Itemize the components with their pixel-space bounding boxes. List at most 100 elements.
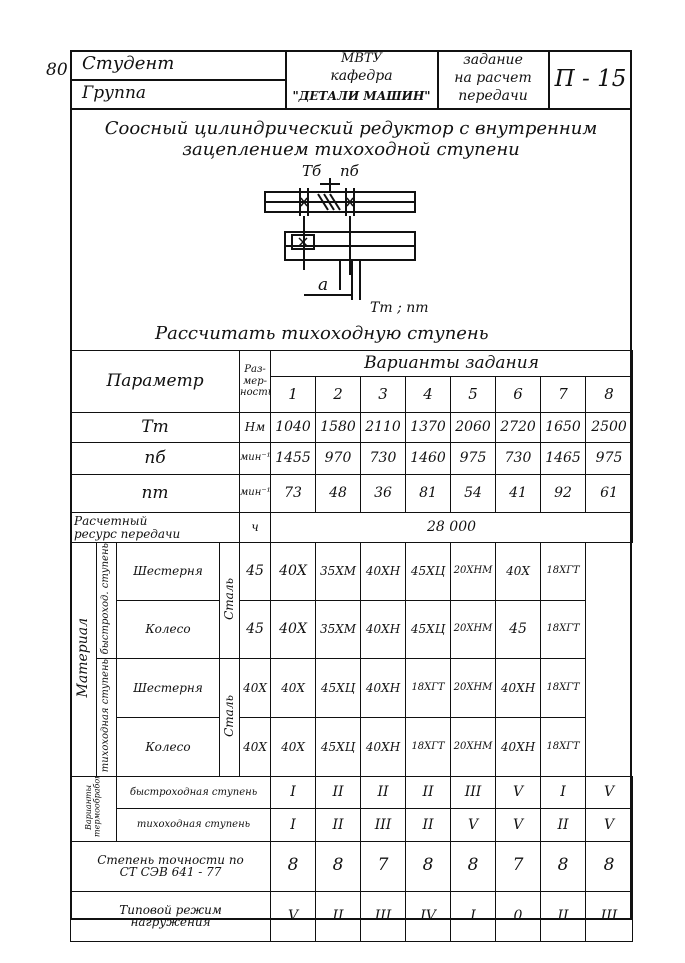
cell-value: 20ХНМ	[450, 717, 497, 778]
dim-header: Раз-мер-ность	[239, 350, 272, 413]
institute-label: МВТУ	[341, 51, 382, 67]
cell-value: 8	[405, 840, 452, 892]
cell-value: 40ХН	[360, 541, 407, 602]
resource-unit: ч	[239, 512, 272, 543]
cell-value: 2720	[495, 412, 542, 443]
cell-value: III	[360, 808, 407, 842]
row-param: nб	[69, 442, 241, 475]
cell-value: 1465	[540, 442, 587, 475]
cell-value: 41	[495, 474, 542, 513]
cell-value: 18ХГТ	[540, 717, 587, 778]
cell-value: 20ХНМ	[450, 658, 497, 719]
cell-value: II	[315, 808, 362, 842]
row-param: Тт	[69, 412, 241, 443]
cell-value: 18ХГТ	[540, 658, 587, 719]
cell-value: 8	[270, 840, 317, 892]
row-param: nт	[69, 474, 241, 513]
param-header: Параметр	[69, 350, 241, 413]
cell-value: 975	[450, 442, 497, 475]
cell-value: 1460	[405, 442, 452, 475]
variant-number: 2	[315, 376, 362, 413]
variant-number: 4	[405, 376, 452, 413]
cell-value: 8	[540, 840, 587, 892]
cell-value: 18ХГТ	[405, 717, 452, 778]
label-tb: Тб	[302, 162, 322, 180]
table-row: тихоходная ступень Шестерня Сталь 40Х 40…	[71, 658, 633, 778]
variants-header: Варианты задания	[270, 350, 634, 377]
cell-value: V	[270, 890, 317, 942]
cell-value: 40Х	[239, 717, 272, 778]
cell-value: 45ХЦ	[405, 600, 452, 660]
cell-value: 2500	[585, 412, 634, 443]
cell-value: 1580	[315, 412, 362, 443]
cell-value: 54	[450, 474, 497, 513]
gearbox-diagram: Тб nб a Тт ; nт	[264, 162, 429, 316]
cell-value: II	[405, 808, 452, 842]
header-block: Студент Группа МВТУ кафедра "ДЕТАЛИ МАШИ…	[70, 50, 632, 110]
table-row: тихоходная ступень I II III II V V II V	[71, 808, 634, 842]
department-name: "ДЕТАЛИ МАШИН"	[292, 88, 431, 103]
variants-table: Параметр Раз-мер-ность Варианты задания …	[69, 350, 634, 942]
cell-value: 45	[239, 541, 272, 602]
cell-value: 45ХЦ	[405, 541, 452, 602]
cell-value: 81	[405, 474, 452, 513]
department-label: кафедра	[330, 67, 393, 84]
cell-value: V	[585, 808, 634, 842]
steel-label: Сталь	[218, 658, 241, 778]
cell-value: 20ХНМ	[450, 541, 497, 602]
variant-number: 6	[495, 376, 542, 413]
group-label: Группа	[82, 83, 147, 104]
cell-value: 730	[495, 442, 542, 475]
cell-value: 40ХН	[360, 717, 407, 778]
cell-value: 7	[360, 840, 407, 892]
cell-value: 40ХН	[360, 658, 407, 719]
cell-value: 18ХГТ	[540, 600, 587, 660]
thermal-fast-label: быстроходная ступень	[115, 776, 272, 810]
task-line-2: на расчет	[454, 69, 532, 86]
row-unit: Нм	[239, 412, 272, 443]
cell-value: 40Х	[270, 717, 317, 778]
cell-value: 92	[540, 474, 587, 513]
cell-value: 40Х	[270, 658, 317, 719]
wheel-label: Колесо	[116, 600, 220, 660]
cell-value: 1455	[270, 442, 317, 475]
cell-value: 975	[585, 442, 634, 475]
steel-label: Сталь	[218, 541, 241, 660]
cell-value: 40ХН	[495, 658, 542, 719]
row-unit: мин⁻¹	[239, 474, 272, 513]
thermal-group-label: Варианты термообработки	[70, 776, 117, 842]
gear-label: Шестерня	[116, 541, 220, 602]
title-line-1: Соосный цилиндрический редуктор с внутре…	[104, 118, 598, 139]
cell-value: 48	[315, 474, 362, 513]
table-row: Материал быстроход. ступень Шестерня Ста…	[70, 541, 633, 778]
cell-value: II	[360, 776, 407, 810]
row-unit: мин⁻¹	[239, 442, 272, 475]
cell-value: I	[270, 808, 317, 842]
variant-number: 1	[270, 376, 317, 413]
cell-value: 40Х	[270, 541, 317, 602]
wheel-label: Колесо	[116, 717, 220, 778]
cell-value: 1370	[405, 412, 452, 443]
cell-value: IV	[405, 890, 452, 942]
cell-value: V	[495, 776, 542, 810]
cell-value: II	[315, 776, 362, 810]
variant-number: 3	[360, 376, 407, 413]
cell-value: 45ХЦ	[315, 717, 362, 778]
cell-value: 73	[270, 474, 317, 513]
cell-value: 61	[585, 474, 634, 513]
resource-value: 28 000	[270, 512, 634, 543]
cell-value: 18ХГТ	[405, 658, 452, 719]
cell-value: 1650	[540, 412, 587, 443]
cell-value: I	[450, 890, 497, 942]
variant-number: 8	[585, 376, 634, 413]
cell-value: 35ХМ	[315, 600, 362, 660]
cell-value: 20ХНМ	[450, 600, 497, 660]
cell-value: 36	[360, 474, 407, 513]
table-row: Тт Нм 1040 1580 2110 1370 2060 2720 1650…	[69, 412, 634, 443]
label-a: a	[318, 275, 328, 295]
cell-value: 8	[315, 840, 362, 892]
